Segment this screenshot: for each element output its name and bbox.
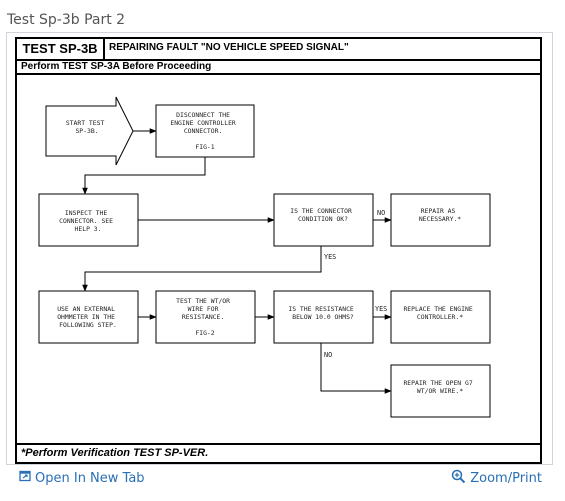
zoom-in-icon: [451, 469, 470, 488]
replace-label: REPLACE THE ENGINE CONTROLLER.*: [403, 305, 476, 321]
ohmmeter-label: USE AN EXTERNAL OHMMETER IN THE FOLLOWIN…: [57, 305, 119, 329]
inspect-label: INSPECT THE CONNECTOR. SEE HELP 3.: [59, 209, 117, 233]
open-new-tab-link[interactable]: Open In New Tab: [19, 470, 145, 486]
branch-label-yes-1: YES: [324, 253, 336, 261]
zoom-print-link[interactable]: Zoom/Print: [451, 469, 542, 488]
zoom-print-label: Zoom/Print: [470, 471, 542, 486]
connector-no-repair-open: [320, 343, 392, 394]
flowchart: NO YES YES NO START TEST SP-3B. DISCONNE…: [38, 96, 491, 418]
header-rule: [17, 59, 540, 61]
footer-rule: [17, 443, 540, 445]
test-wire-label: TEST THE WT/OR WIRE FOR RESISTANCE. FIG-…: [176, 297, 234, 337]
test-figure: TEST SP-3B REPAIRING FAULT "NO VEHICLE S…: [15, 37, 542, 464]
disconnect-label: DISCONNECT THE ENGINE CONTROLLER CONNECT…: [170, 111, 239, 151]
connector-ok-label: IS THE CONNECTOR CONDITION OK?: [290, 207, 355, 223]
branch-label-no-2: NO: [324, 351, 332, 359]
repair-open-label: REPAIR THE OPEN G7 WT/OR WIRE.*: [403, 379, 476, 395]
start-arrow-shape: [45, 96, 134, 166]
connector-disconnect-inspect: [82, 157, 206, 195]
open-new-tab-icon: [19, 470, 35, 486]
repair-label: REPAIR AS NECESSARY.*: [419, 207, 461, 223]
branch-label-no-1: NO: [377, 209, 385, 217]
test-title: REPAIRING FAULT "NO VEHICLE SPEED SIGNAL…: [109, 42, 349, 53]
prerequisite-note: Perform TEST SP-3A Before Proceeding: [21, 61, 212, 72]
open-new-tab-label: Open In New Tab: [35, 470, 145, 486]
branch-label-yes-2: YES: [375, 305, 387, 313]
verification-footer: *Perform Verification TEST SP-VER.: [21, 447, 209, 459]
resistance-label: IS THE RESISTANCE BELOW 10.0 OHMS?: [288, 305, 357, 321]
connector-yes-ohmmeter: [82, 246, 322, 292]
start-label: START TEST SP-3B.: [66, 119, 108, 135]
page-caption: Test Sp-3b Part 2: [7, 12, 126, 28]
prerequisite-rule: [17, 73, 540, 75]
